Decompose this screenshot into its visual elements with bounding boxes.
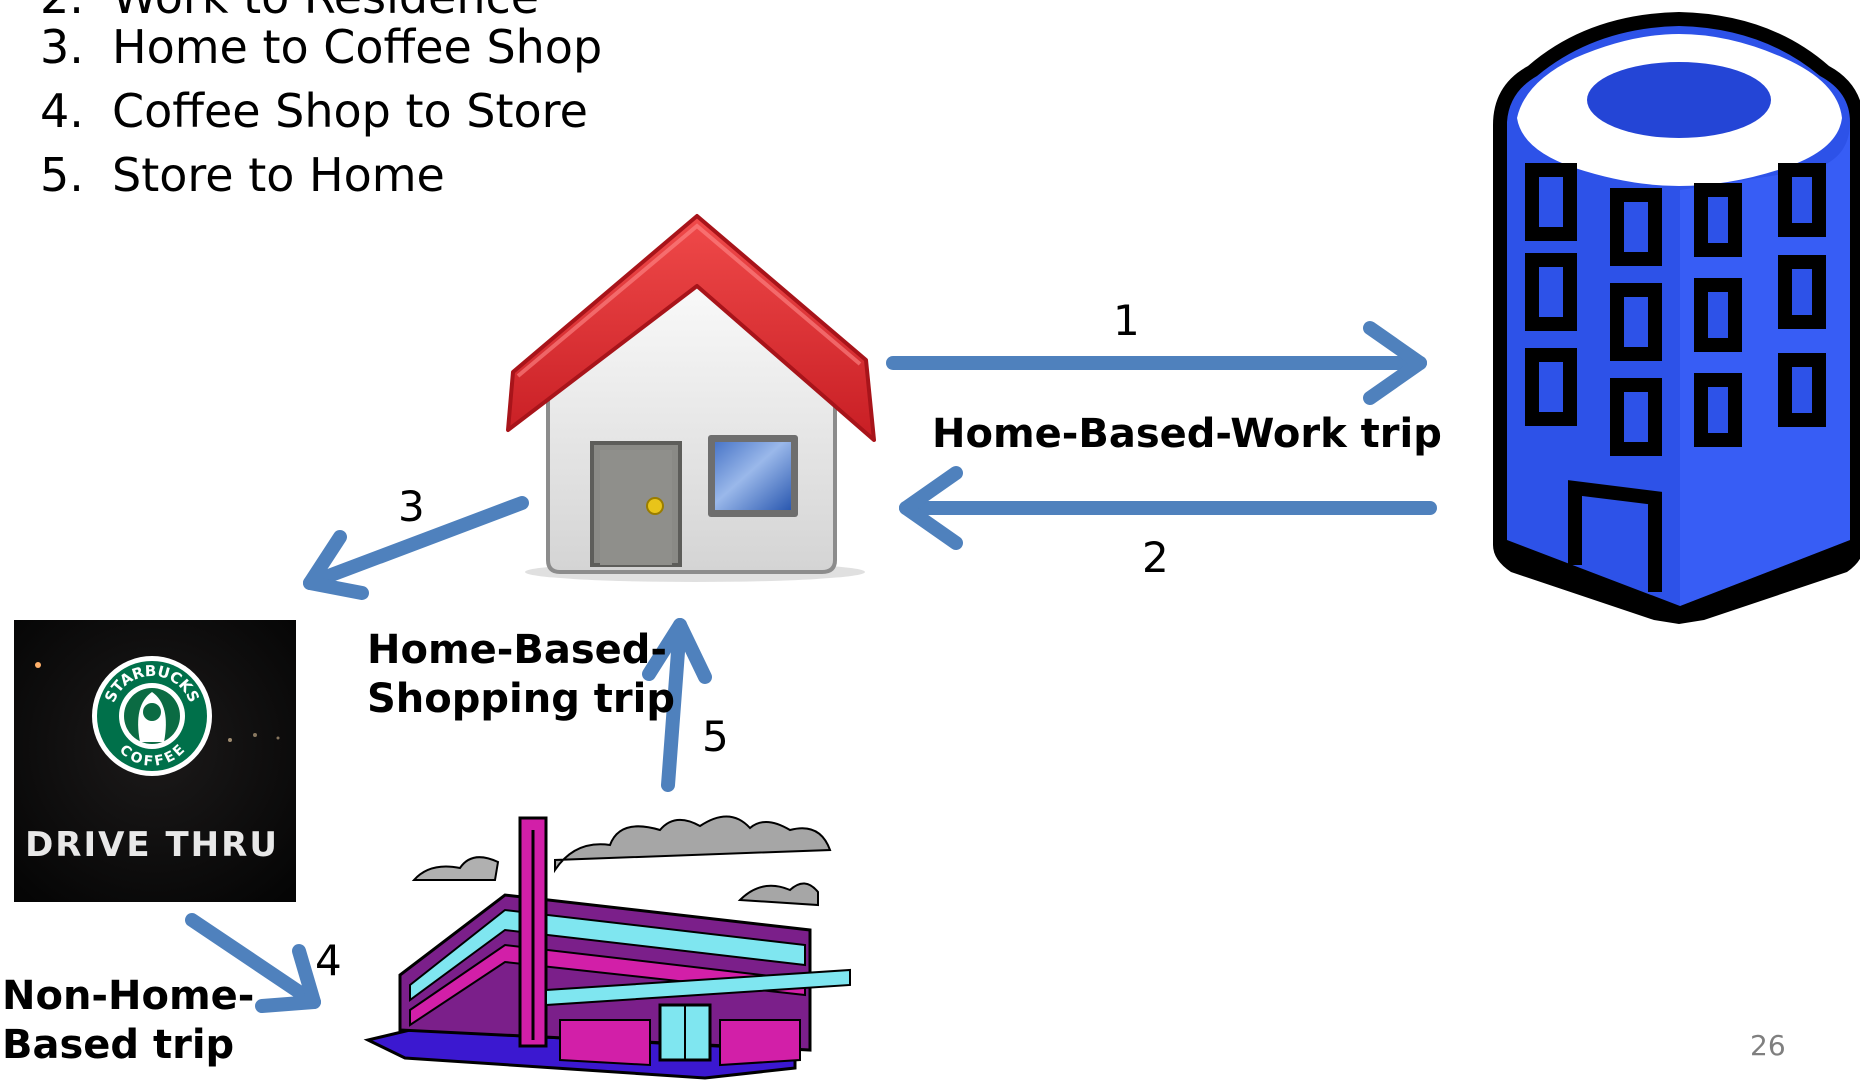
house-icon: [506, 214, 876, 582]
arrow-number-3: 3: [398, 482, 425, 531]
list-item-4: 4. Coffee Shop to Store: [40, 84, 588, 138]
coffee-shop-photo: STARBUCKS COFFEE DRIVE THRU: [14, 620, 296, 902]
home-based-shopping-label: Home-Based- Shopping trip: [367, 627, 675, 722]
list-item-5: 5. Store to Home: [40, 148, 445, 202]
arrow-1: [886, 321, 1427, 405]
arrow-number-1: 1: [1113, 296, 1140, 345]
list-item-2: 2. Work to Residence: [0, 0, 700, 28]
arrow-number-5: 5: [702, 712, 729, 761]
arrow-3: [303, 496, 529, 600]
arrow-2: [899, 466, 1437, 550]
office-building-icon: [1493, 12, 1860, 624]
page-number: 26: [1750, 1029, 1786, 1062]
arrow-5: [642, 618, 712, 792]
home-based-work-label: Home-Based-Work trip: [932, 411, 1442, 457]
non-home-based-label: Non-Home- Based trip: [2, 973, 255, 1068]
drive-thru-sign: DRIVE THRU: [25, 825, 279, 865]
store-building-icon: [363, 815, 851, 1080]
arrow-number-2: 2: [1142, 533, 1169, 582]
list-item-3: 3. Home to Coffee Shop: [40, 20, 603, 74]
arrow-number-4: 4: [315, 936, 342, 985]
arrow-4: [185, 913, 321, 1013]
